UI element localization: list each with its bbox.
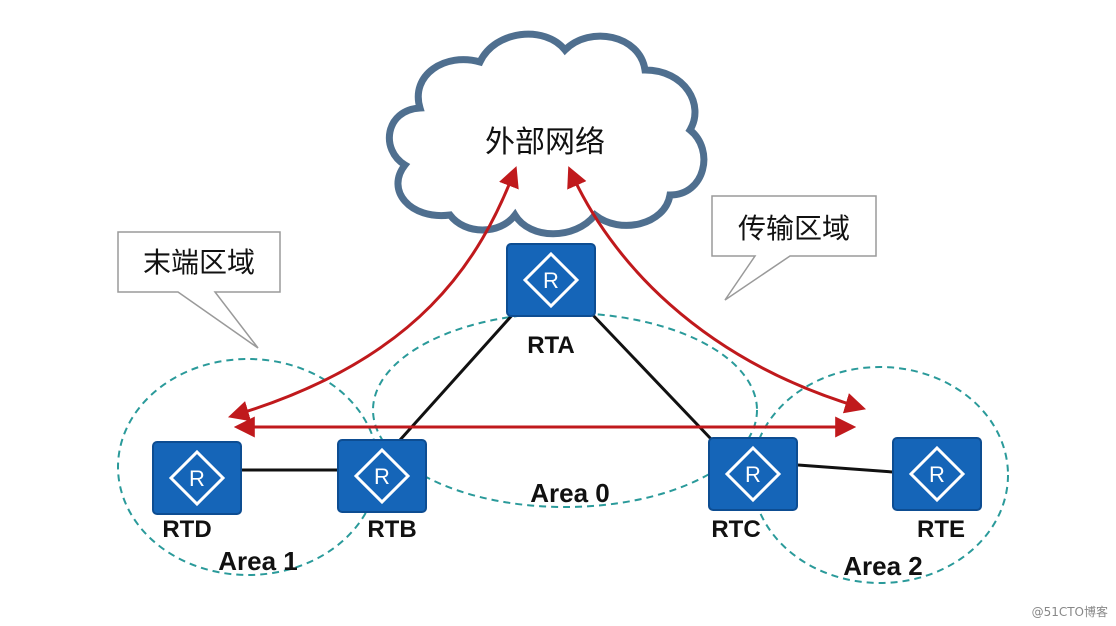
router-rte-label: RTE	[917, 516, 965, 543]
router-rta-label: RTA	[527, 332, 575, 359]
route-arrow-external-to-area1	[227, 166, 519, 422]
transit-area-label: 传输区域	[738, 212, 850, 245]
router-rtb-label: RTB	[367, 516, 416, 543]
transit-area-callout: 传输区域	[711, 195, 877, 301]
route-arrow-external-to-area2	[567, 166, 867, 414]
link-rta-rtc	[588, 310, 714, 442]
router-rtc[interactable]: R	[708, 437, 798, 511]
area-2-boundary	[751, 366, 1009, 584]
watermark: @51CTO博客	[1031, 605, 1108, 619]
router-glyph: R	[374, 464, 390, 489]
router-rtd-label: RTD	[162, 516, 211, 543]
router-icon	[353, 447, 411, 505]
link-rta-rtb	[398, 310, 517, 442]
router-glyph: R	[745, 462, 761, 487]
router-glyph: R	[189, 466, 205, 491]
router-rte[interactable]: R	[892, 437, 982, 511]
link-rtc-rte	[797, 463, 894, 474]
area-2-label: Area 2	[843, 551, 923, 581]
router-icon	[724, 445, 782, 503]
router-icon	[168, 449, 226, 507]
router-rtc-label: RTC	[711, 516, 760, 543]
router-rta[interactable]: R	[506, 243, 596, 317]
stub-area-label: 末端区域	[143, 246, 255, 279]
router-glyph: R	[543, 268, 559, 293]
external-network-cloud: 外部网络	[386, 30, 708, 238]
area-1-label: Area 1	[218, 546, 298, 576]
area-0-label: Area 0	[530, 478, 610, 508]
router-rtb[interactable]: R	[337, 439, 427, 513]
router-icon	[522, 251, 580, 309]
cloud-label: 外部网络	[485, 125, 605, 160]
router-icon	[908, 445, 966, 503]
router-glyph: R	[929, 462, 945, 487]
route-arrows	[227, 166, 867, 438]
router-rtd[interactable]: R	[152, 441, 242, 515]
stub-area-callout: 末端区域	[117, 231, 281, 349]
